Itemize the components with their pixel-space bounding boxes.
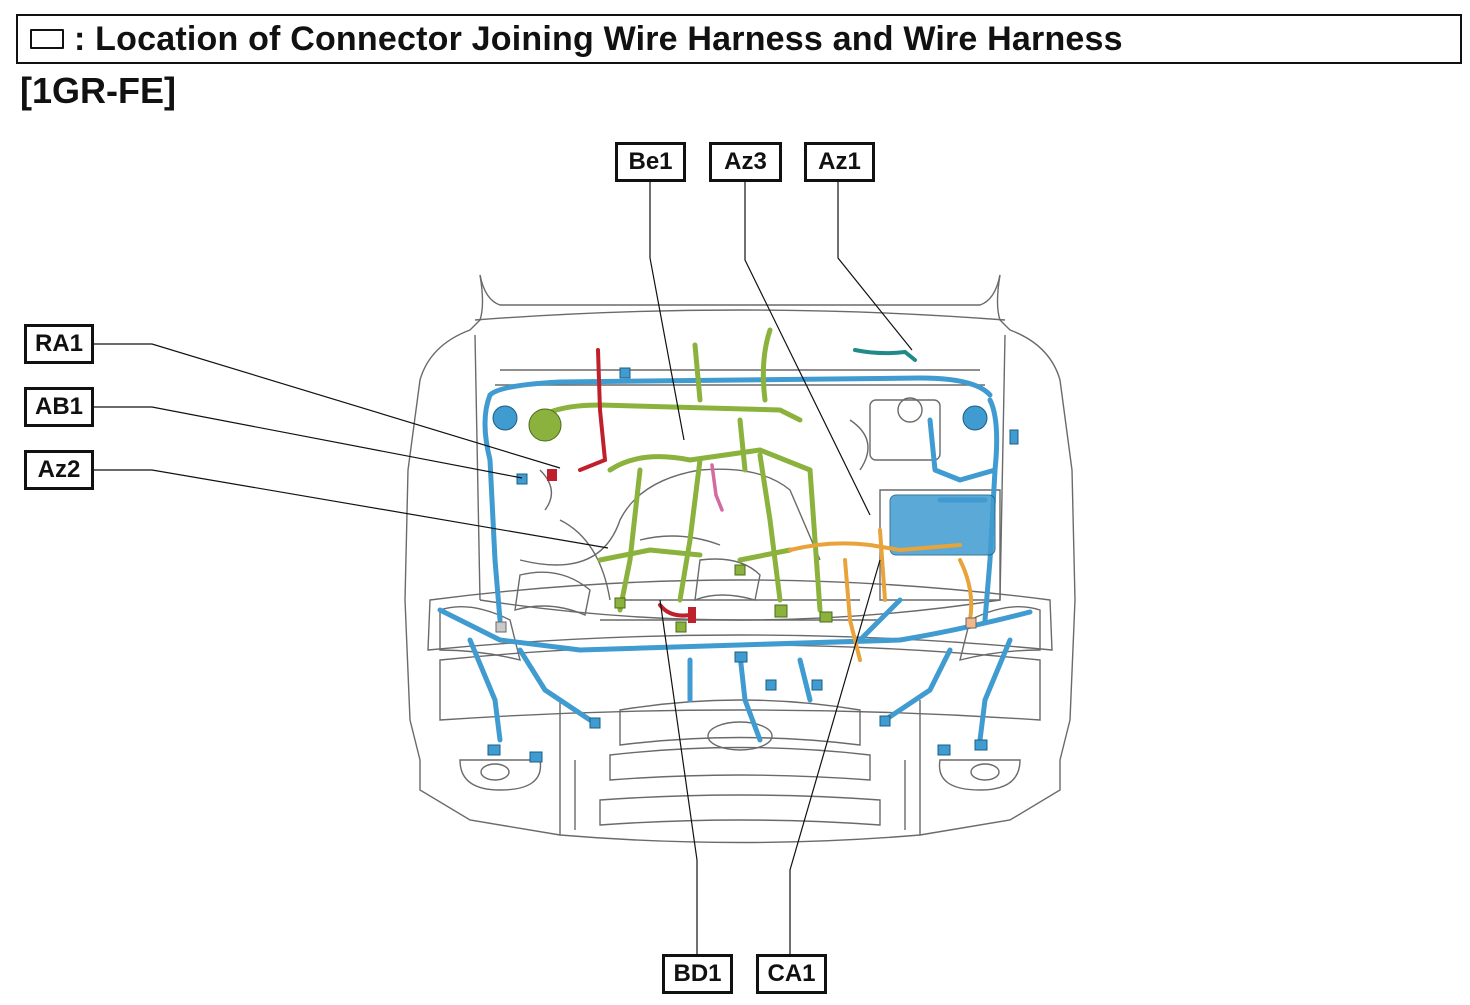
connector-box-icon (30, 29, 64, 49)
misc-connectors (495, 617, 977, 633)
green-connector-nodes (528, 408, 833, 633)
connector-label-az2[interactable]: Az2 (24, 450, 94, 490)
connector-label-bd1[interactable]: BD1 (662, 954, 733, 994)
harness-pink (710, 463, 724, 512)
connector-label-az3[interactable]: Az3 (709, 142, 782, 182)
harness-teal (853, 348, 917, 362)
title-bar: : Location of Connector Joining Wire Har… (16, 14, 1462, 64)
harness-blue (437, 375, 1033, 743)
harness-green (532, 327, 823, 613)
red-connector-nodes (547, 469, 696, 623)
blue-connector-nodes (487, 367, 1019, 763)
connector-label-ra1[interactable]: RA1 (24, 324, 94, 364)
harness-red (578, 348, 692, 618)
leader-lines (94, 182, 913, 956)
connector-label-ca1[interactable]: CA1 (756, 954, 827, 994)
harness-orange (788, 528, 974, 662)
page-title: : Location of Connector Joining Wire Har… (74, 19, 1123, 58)
connector-label-be1[interactable]: Be1 (615, 142, 686, 182)
connector-label-az1[interactable]: Az1 (804, 142, 875, 182)
engine-label: [1GR-FE] (20, 70, 176, 111)
connector-label-ab1[interactable]: AB1 (24, 387, 94, 427)
vehicle-outline (404, 274, 1076, 844)
